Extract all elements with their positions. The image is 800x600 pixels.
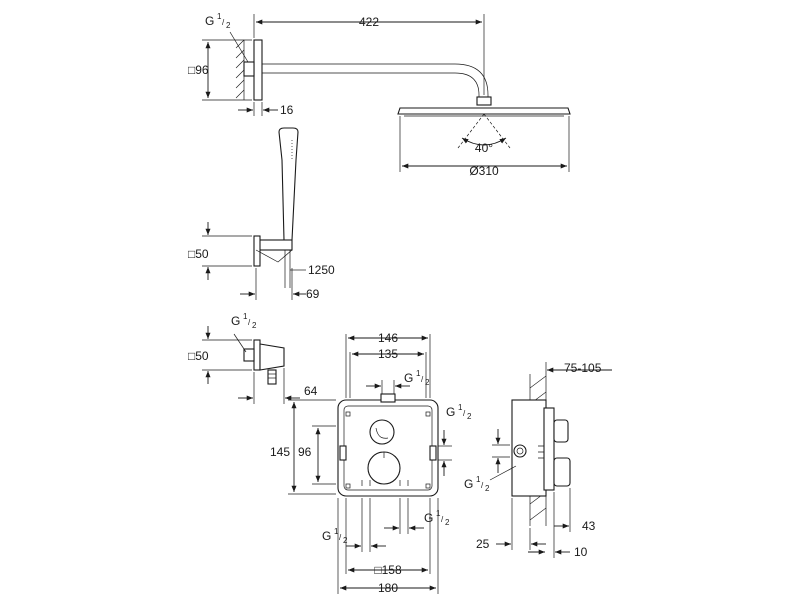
- svg-text:1: 1: [243, 312, 248, 321]
- svg-text:/: /: [222, 18, 225, 27]
- label-side-43: 43: [582, 519, 596, 533]
- svg-text:2: 2: [445, 518, 450, 527]
- label-plate-square: □158: [374, 563, 402, 577]
- thread-label-right: G 1 / 2: [446, 403, 472, 421]
- hand-shower: [278, 127, 299, 241]
- svg-text:/: /: [441, 515, 444, 524]
- label-side-10: 10: [574, 545, 588, 559]
- svg-text:2: 2: [252, 321, 257, 330]
- label-outlet-square: □50: [188, 349, 209, 363]
- svg-text:1: 1: [458, 403, 463, 412]
- svg-text:G: G: [322, 529, 331, 543]
- svg-text:/: /: [339, 533, 342, 542]
- outlet-flange: [253, 339, 261, 371]
- thread-label-bottom-right: G 1 / 2: [424, 509, 450, 527]
- wall-flange: [253, 39, 263, 101]
- hose-connector: [267, 369, 277, 385]
- label-box-width-inner: 135: [378, 347, 398, 361]
- svg-text:/: /: [481, 481, 484, 490]
- svg-text:2: 2: [485, 484, 490, 493]
- label-head-diameter: Ø310: [469, 164, 499, 178]
- label-flange-square: □96: [188, 63, 209, 77]
- side-inlet: [513, 444, 527, 458]
- label-install-depth: 75-105: [564, 361, 602, 375]
- thread-label-outlet: G 1 / 2: [231, 312, 257, 330]
- label-box-height-inner: 96: [298, 445, 312, 459]
- mounting-points: [345, 411, 431, 489]
- svg-text:G: G: [424, 511, 433, 525]
- label-spray-angle: 40°: [475, 141, 493, 155]
- inlet-arrows: [361, 480, 409, 486]
- svg-text:G: G: [446, 405, 455, 419]
- thread-label-side: G 1 / 2: [464, 475, 490, 493]
- thread-label-top: G 1 / 2: [404, 369, 430, 387]
- hand-shower-view: [202, 127, 306, 300]
- svg-text:2: 2: [467, 412, 472, 421]
- svg-text:1: 1: [217, 12, 222, 21]
- wall-holder: [255, 239, 293, 251]
- svg-text:/: /: [421, 375, 424, 384]
- svg-text:/: /: [463, 409, 466, 418]
- threaded-nipple: [243, 61, 255, 77]
- svg-text:1: 1: [476, 475, 481, 484]
- outlet-nipple: [243, 348, 255, 362]
- label-box-height-outer: 145: [270, 445, 290, 459]
- label-outlet-depth: 64: [304, 384, 318, 398]
- svg-text:2: 2: [343, 536, 348, 545]
- flow-control: [369, 419, 395, 445]
- thermostat-side-view: [489, 362, 612, 558]
- label-arm-length: 422: [359, 15, 379, 29]
- label-flange-depth: 16: [280, 103, 294, 117]
- svg-text:G: G: [231, 314, 240, 328]
- side-cover: [543, 407, 555, 491]
- svg-text:1: 1: [416, 369, 421, 378]
- svg-text:G: G: [205, 14, 214, 28]
- shower-head: [397, 107, 571, 115]
- top-outlet: [380, 393, 396, 403]
- shower-arm-view: [202, 14, 571, 172]
- label-holder-square: □50: [188, 247, 209, 261]
- svg-text:1: 1: [334, 527, 339, 536]
- label-hose-length: 1250: [308, 263, 335, 277]
- svg-text:1: 1: [436, 509, 441, 518]
- label-box-width-outer: 146: [378, 331, 398, 345]
- thermostat-front-view: [288, 334, 452, 594]
- head-connector: [476, 96, 492, 106]
- spray-angle-marker: [457, 113, 511, 149]
- label-holder-depth: 69: [306, 287, 320, 301]
- svg-text:G: G: [464, 477, 473, 491]
- side-handle-bottom: [553, 457, 571, 487]
- shower-arm: [262, 63, 489, 98]
- thread-label-bottom-left: G 1 / 2: [322, 527, 348, 545]
- svg-text:2: 2: [226, 21, 231, 30]
- outlet-body: [259, 343, 285, 371]
- svg-text:G: G: [404, 371, 413, 385]
- side-handle-top: [553, 419, 569, 443]
- label-side-25: 25: [476, 537, 490, 551]
- svg-text:/: /: [248, 318, 251, 327]
- holder-flange: [253, 235, 261, 267]
- svg-text:2: 2: [425, 378, 430, 387]
- wall-outlet-view: [202, 326, 300, 404]
- thread-label-arm: G 1 / 2: [205, 12, 231, 30]
- label-plate-width: 180: [378, 581, 398, 595]
